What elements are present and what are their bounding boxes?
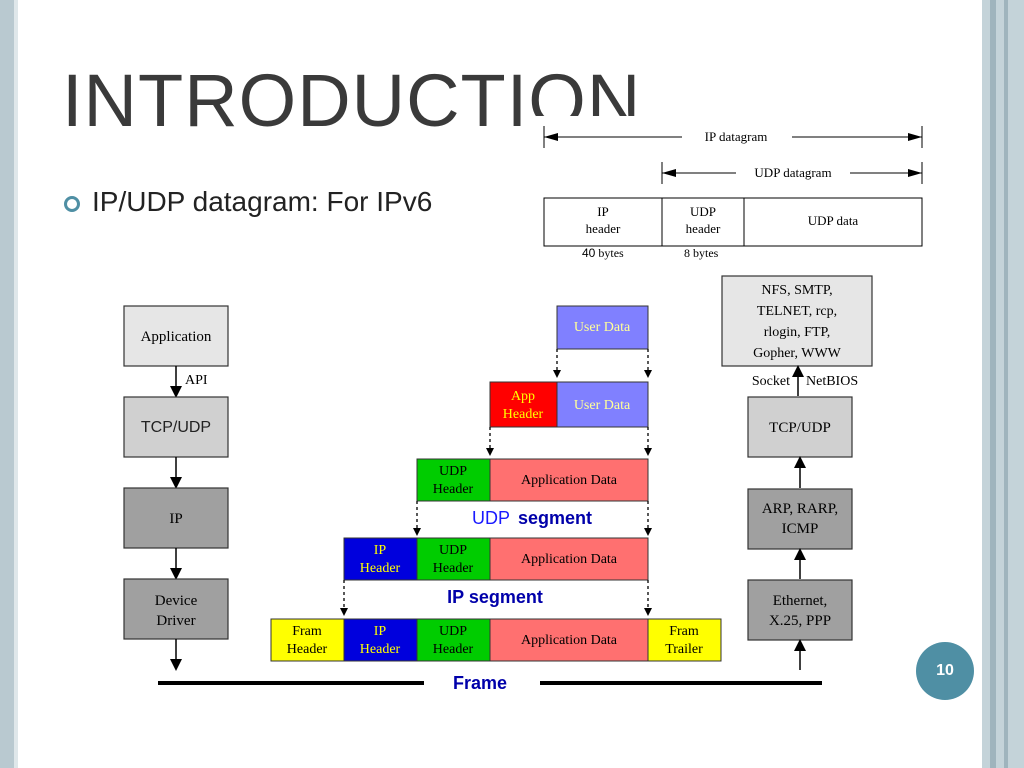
ip-header-line1: IP — [597, 204, 609, 219]
protocols-line3: rlogin, FTP, — [764, 325, 831, 340]
frame-header-line2: Header — [287, 642, 328, 657]
udp-row-header-line1: UDP — [439, 464, 467, 479]
svg-text:40 bytes: 40 bytes — [582, 246, 624, 260]
ip-size-unit: bytes — [595, 246, 624, 260]
ethernet-line1: Ethernet, — [773, 593, 828, 609]
udp-row-app-data: Application Data — [521, 473, 618, 488]
ip-datagram-label: IP datagram — [705, 129, 768, 144]
slide-left-border-inner — [14, 0, 18, 768]
app-header-line2: Header — [503, 407, 544, 422]
right-stack: NFS, SMTP, TELNET, rcp, rlogin, FTP, Gop… — [721, 275, 873, 670]
udp-datagram-label: UDP datagram — [754, 165, 831, 180]
ip-row-udp-line2: Header — [433, 561, 474, 576]
udp-header-line1: UDP — [690, 204, 716, 219]
frame-app-data: Application Data — [521, 633, 618, 648]
api-label: API — [185, 373, 208, 388]
left-ip-label: IP — [169, 511, 182, 527]
left-application-label: Application — [141, 329, 212, 345]
slide-right-border — [982, 0, 1024, 768]
ethernet-line2: X.25, PPP — [769, 613, 831, 629]
ip-header-line2: header — [586, 221, 621, 236]
frame-trailer-line1: Fram — [669, 624, 699, 639]
page-number-badge: 10 — [916, 642, 974, 700]
user-data-label-2: User Data — [574, 398, 631, 413]
bullet-icon — [64, 196, 80, 212]
left-tcp-udp-label: TCP/UDP — [141, 419, 211, 436]
frame-label: Frame — [453, 673, 507, 693]
udp-segment-word: segment — [518, 508, 592, 528]
udp-data-label: UDP data — [808, 213, 859, 228]
device-driver-line1: Device — [155, 593, 198, 609]
left-stack: Application API TCP/UDP IP Device Driver — [123, 305, 229, 671]
ip-row-udp-line1: UDP — [439, 543, 467, 558]
udp-header-line2: header — [686, 221, 721, 236]
ip-row-header-line2: Header — [360, 561, 401, 576]
ip-segment-label: IP segment — [447, 587, 543, 607]
right-tcp-udp-label: TCP/UDP — [769, 420, 831, 436]
encapsulation-blocks: User Data App Header User Data UDP Heade… — [158, 305, 822, 693]
protocols-line1: NFS, SMTP, — [761, 283, 832, 298]
ip-size-number: 40 — [582, 246, 596, 260]
slide-left-border — [0, 0, 14, 768]
frame-header-line1: Fram — [292, 624, 322, 639]
datagram-diagram: IP datagram UDP datagram IP header UDP h… — [536, 116, 936, 266]
udp-row-header-line2: Header — [433, 482, 474, 497]
ip-row-app-data: Application Data — [521, 552, 618, 567]
udp-size-label: 8 bytes — [684, 246, 719, 260]
user-data-label-1: User Data — [574, 320, 631, 335]
frame-udp-line2: Header — [433, 642, 474, 657]
frame-udp-line1: UDP — [439, 624, 467, 639]
socket-label: Socket — [752, 374, 790, 389]
arp-line1: ARP, RARP, — [762, 501, 838, 517]
frame-ip-line2: Header — [360, 642, 401, 657]
netbios-label: NetBIOS — [806, 374, 858, 389]
device-driver-line2: Driver — [156, 613, 195, 629]
protocols-line4: Gopher, WWW — [753, 346, 842, 361]
frame-trailer-line2: Trailer — [665, 642, 703, 657]
frame-ip-line1: IP — [374, 624, 387, 639]
arp-line2: ICMP — [782, 521, 819, 537]
udp-segment-prefix: UDP — [472, 508, 510, 528]
bullet-text: IP/UDP datagram: For IPv6 — [92, 186, 433, 217]
ip-row-header-line1: IP — [374, 543, 387, 558]
app-header-line1: App — [511, 389, 535, 404]
protocols-line2: TELNET, rcp, — [757, 304, 837, 319]
